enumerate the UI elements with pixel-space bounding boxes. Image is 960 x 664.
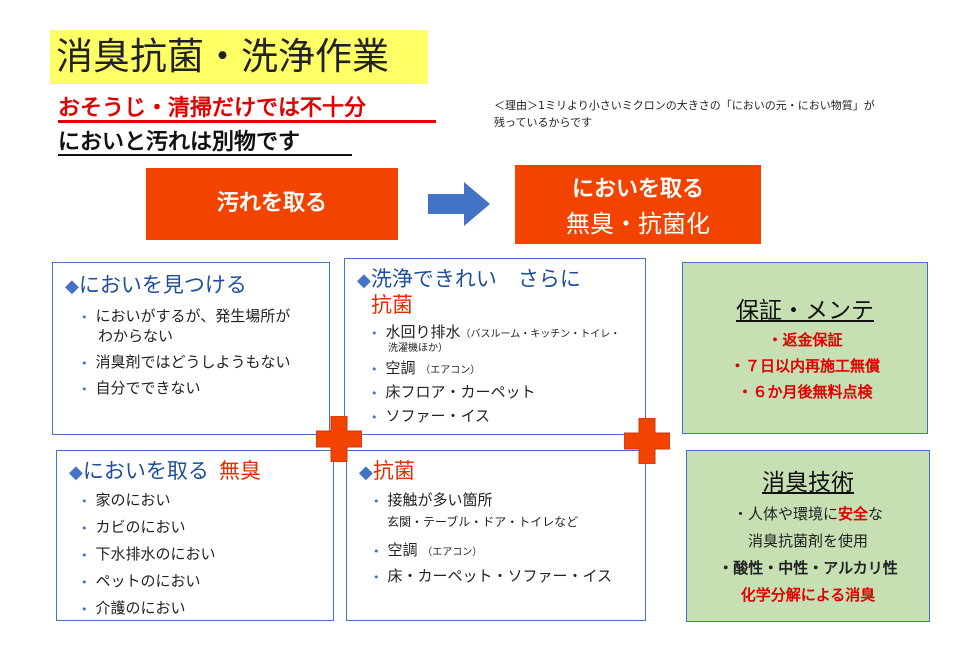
- list-item: わからない: [98, 327, 174, 345]
- list-item: カビのにおい: [95, 518, 186, 536]
- list-item-note: 洗濯機ほか）: [388, 343, 448, 354]
- bullet-icon: •: [371, 327, 378, 340]
- list-item: 介護のにおい: [95, 599, 186, 617]
- list-item: 接触が多い箇所: [387, 491, 493, 509]
- list-item: 床フロア・カーペット: [385, 383, 536, 401]
- remove-dirt-box: 汚れを取る: [146, 168, 398, 240]
- reason-note: ＜理由＞1ミリより小さいミクロンの大きさの「においの元・におい物質」が 残ってい…: [494, 97, 884, 131]
- remove-odor-label: においを取る: [571, 177, 704, 202]
- reason-line-2: 残っているからです: [494, 116, 593, 129]
- reason-line-1: ＜理由＞1ミリより小さいミクロンの大きさの「においの元・におい物質」が: [494, 99, 875, 112]
- technology-line: ・酸性・中性・アルカリ性: [718, 559, 898, 577]
- bullet-icon: •: [81, 383, 88, 396]
- guarantee-box: 保証・メンテ ・返金保証 ・７日以内再施工無償 ・６か月後無料点検: [682, 262, 928, 434]
- list-item-note: （エアコン）: [422, 547, 483, 558]
- list-item-note: 玄関・テーブル・ドア・トイレなど: [387, 515, 579, 529]
- subtitle-black-underline: [58, 154, 352, 156]
- bullet-icon: •: [81, 311, 88, 324]
- red-cross-icon: [624, 418, 670, 464]
- bullet-icon: •: [373, 545, 380, 558]
- list-item-note: （バスルーム・キッチン・トイレ・: [460, 329, 621, 340]
- list-item: 自分でできない: [95, 379, 201, 397]
- bullet-icon: •: [81, 576, 88, 589]
- bullet-icon: •: [371, 387, 378, 400]
- list-item: 消臭剤ではどうしようもない: [95, 353, 291, 371]
- technology-line: 化学分解による消臭: [740, 586, 876, 604]
- diamond-icon: ◆: [69, 462, 83, 483]
- list-item: 家のにおい: [95, 491, 171, 509]
- panel-heading: においを見つける: [78, 273, 247, 297]
- remove-odor-box: においを取る 無臭・抗菌化: [515, 165, 761, 244]
- list-item: 水回り排水: [385, 323, 461, 341]
- diamond-icon: ◆: [359, 462, 373, 483]
- diamond-icon: ◆: [65, 276, 79, 297]
- guarantee-heading: 保証・メンテ: [736, 298, 874, 324]
- bullet-icon: •: [371, 363, 378, 376]
- panel-clean: ◆洗浄できれい さらに 抗菌 • 水回り排水（バスルーム・キッチン・トイレ・ 洗濯…: [344, 258, 646, 435]
- bullet-icon: •: [81, 357, 88, 370]
- technology-line: ・人体や環境に安全な: [732, 505, 884, 523]
- guarantee-line: ・７日以内再施工無償: [729, 357, 880, 375]
- bullet-icon: •: [81, 522, 88, 535]
- safe-highlight: 安全: [837, 505, 868, 523]
- panel-heading: においを取る: [82, 459, 209, 483]
- bullet-icon: •: [81, 495, 88, 508]
- list-item: ペットのにおい: [95, 572, 201, 590]
- subtitle-red-underline: [58, 120, 436, 123]
- panel-heading-red: 抗菌: [371, 293, 413, 317]
- diamond-icon: ◆: [357, 270, 371, 291]
- page-title: 消臭抗菌・洗浄作業: [50, 30, 428, 84]
- red-cross-icon: [316, 416, 362, 462]
- bullet-icon: •: [81, 549, 88, 562]
- list-item: 空調: [385, 359, 416, 377]
- bullet-icon: •: [373, 571, 380, 584]
- list-item: 空調: [387, 541, 418, 559]
- list-item: においがするが、発生場所が: [95, 307, 291, 325]
- panel-find-odor: ◆においを見つける • においがするが、発生場所が わからない • 消臭剤ではどうし…: [52, 262, 330, 435]
- list-item: 下水排水のにおい: [95, 545, 216, 563]
- bullet-icon: •: [81, 603, 88, 616]
- panel-heading: 抗菌: [372, 459, 415, 483]
- technology-heading: 消臭技術: [762, 470, 854, 496]
- panel-heading-red: 無臭: [219, 459, 262, 483]
- panel-remove-odor: ◆においを取る 無臭 • 家のにおい • カビのにおい • 下水排水のにおい • ペット…: [56, 450, 334, 621]
- list-item: 床・カーペット・ソファー・イス: [387, 567, 613, 585]
- bullet-icon: •: [373, 495, 380, 508]
- deodorize-antibacterial-label: 無臭・抗菌化: [566, 210, 710, 238]
- subtitle-black: においと汚れは別物です: [58, 130, 301, 155]
- technology-box: 消臭技術 ・人体や環境に安全な 消臭抗菌剤を使用 ・酸性・中性・アルカリ性 化学…: [686, 450, 930, 622]
- technology-line: 消臭抗菌剤を使用: [747, 532, 868, 550]
- panel-antibacterial: ◆抗菌 • 接触が多い箇所 玄関・テーブル・ドア・トイレなど • 空調 （エアコン）…: [346, 450, 646, 621]
- right-arrow-icon: [428, 182, 490, 226]
- guarantee-line: ・返金保証: [767, 331, 843, 349]
- panel-heading: 洗浄できれい さらに: [370, 267, 581, 291]
- list-item: ソファー・イス: [385, 407, 491, 425]
- bullet-icon: •: [371, 411, 378, 424]
- subtitle-red: おそうじ・清掃だけでは不十分: [58, 96, 367, 121]
- list-item-note: （エアコン）: [420, 365, 481, 376]
- guarantee-line: ・６か月後無料点検: [737, 383, 873, 401]
